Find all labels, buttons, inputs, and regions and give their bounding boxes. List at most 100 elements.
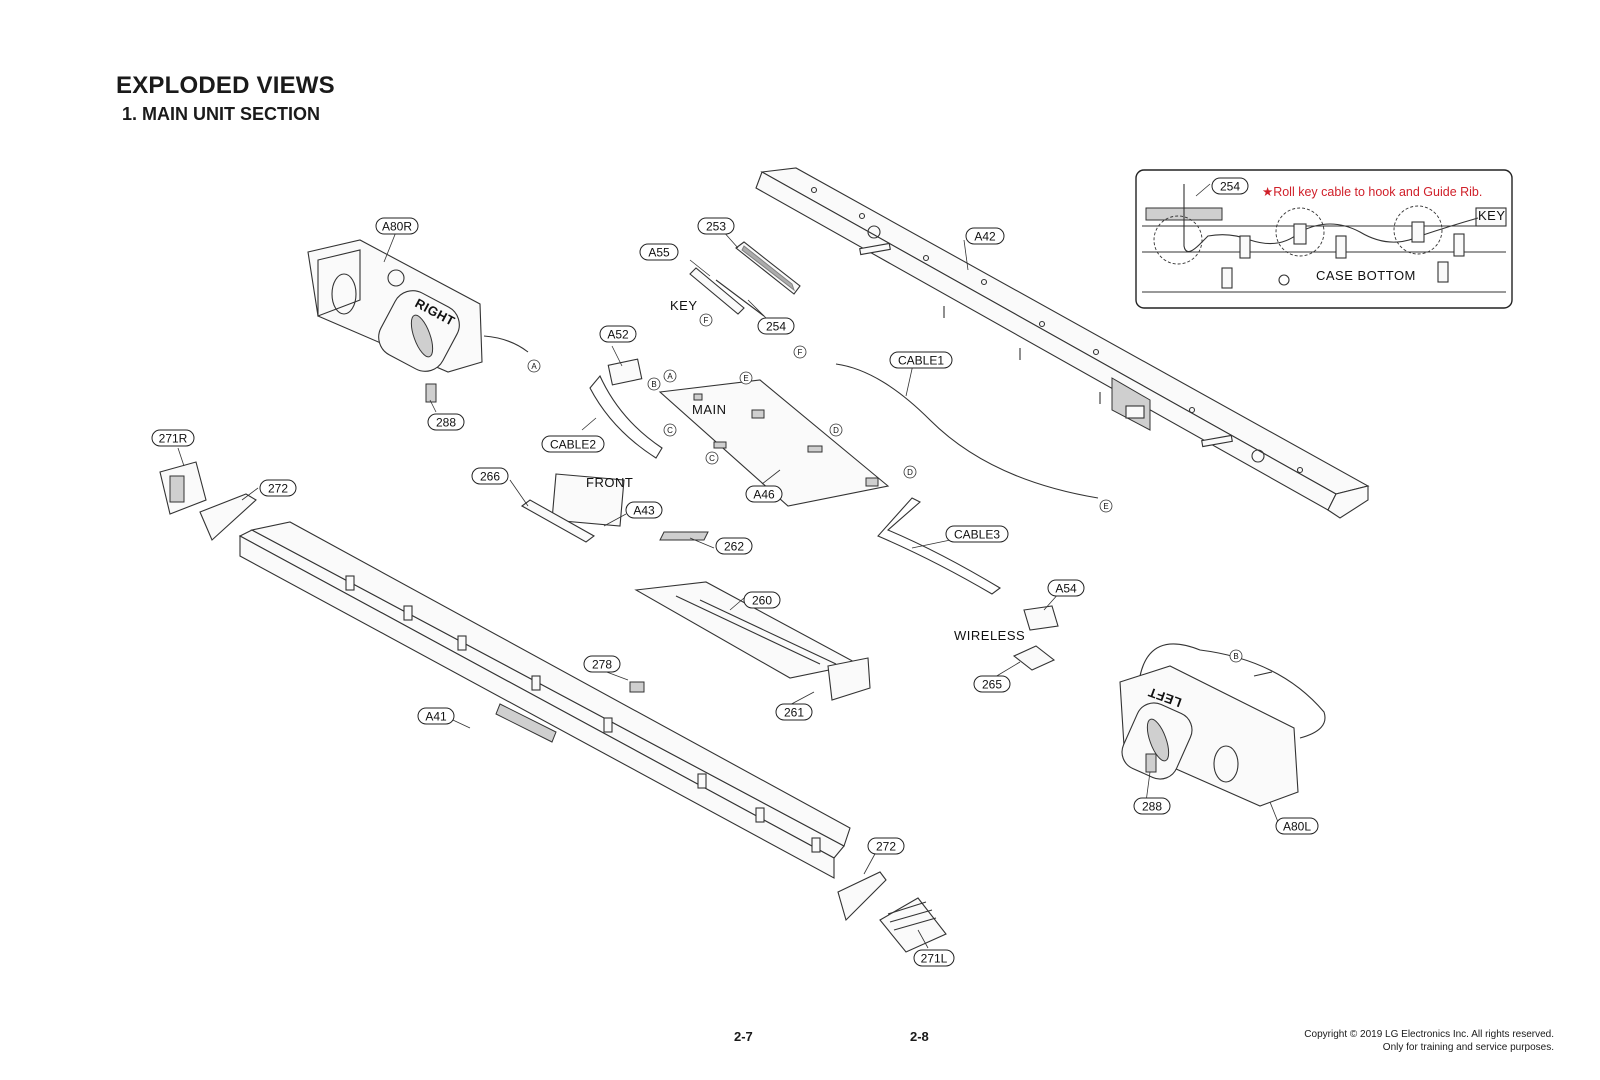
svg-text:272: 272 [876, 840, 896, 854]
connector-b-speaker: B [1229, 649, 1243, 663]
connector-e-cable1: E [1099, 499, 1113, 513]
svg-text:A: A [531, 362, 537, 371]
callout-a80r: A80R [375, 217, 419, 235]
frame-260 [634, 531, 871, 701]
svg-text:D: D [833, 426, 839, 435]
svg-text:F: F [704, 316, 709, 325]
svg-text:A80R: A80R [382, 220, 412, 234]
connector-a-main: A [663, 369, 677, 383]
copyright-line-2: Only for training and service purposes. [1382, 1042, 1554, 1053]
callout-288-right: 288 [427, 413, 465, 431]
connector-f-cable1: F [793, 345, 807, 359]
svg-text:B: B [1233, 652, 1238, 661]
svg-text:C: C [667, 426, 673, 435]
callout-262: 262 [715, 537, 753, 555]
callout-278: 278 [583, 655, 621, 673]
front-grille-a41 [238, 521, 851, 879]
svg-text:A52: A52 [607, 328, 629, 342]
svg-text:CABLE2: CABLE2 [550, 438, 596, 452]
callout-266: 266 [471, 467, 509, 485]
svg-text:272: 272 [268, 482, 288, 496]
svg-text:A80L: A80L [1283, 820, 1311, 834]
svg-text:D: D [907, 468, 913, 477]
label-key: KEY [670, 298, 698, 313]
callout-a42: A42 [965, 227, 1005, 245]
svg-text:278: 278 [592, 658, 612, 672]
svg-text:A46: A46 [753, 488, 775, 502]
connector-c-cable2: C [663, 423, 677, 437]
main-board-a46 [658, 379, 890, 507]
copyright-notice: Copyright © 2019 LG Electronics Inc. All… [1304, 1028, 1554, 1054]
front-board-a43 [520, 473, 625, 543]
callout-a43: A43 [625, 501, 663, 519]
wireless-board-a54 [1023, 605, 1059, 631]
callout-271r: 271R [151, 429, 195, 447]
svg-text:E: E [1103, 502, 1108, 511]
svg-text:B: B [651, 380, 656, 389]
end-cap-271l [837, 871, 947, 953]
connector-d-cable3: D [903, 465, 917, 479]
callout-a41: A41 [417, 707, 455, 725]
inset-note: ★Roll key cable to hook and Guide Rib. [1262, 185, 1482, 199]
connector-f-key: F [699, 313, 713, 327]
page-number-right: 2-8 [910, 1029, 929, 1044]
svg-text:A: A [667, 372, 673, 381]
svg-text:261: 261 [784, 706, 804, 720]
callout-253: 253 [697, 217, 735, 235]
connector-b-main: B [647, 377, 661, 391]
connector-a-speaker: A [527, 359, 541, 373]
svg-text:A43: A43 [633, 504, 655, 518]
callout-inset-254: 254 [1211, 177, 1249, 195]
callout-a46: A46 [745, 485, 783, 503]
svg-text:271R: 271R [159, 432, 188, 446]
speaker-right-a80r [307, 239, 529, 403]
svg-text:266: 266 [480, 470, 500, 484]
svg-text:A42: A42 [974, 230, 996, 244]
callout-254: 254 [757, 317, 795, 335]
label-inset-key: KEY [1478, 208, 1506, 223]
callout-272-top: 272 [259, 479, 297, 497]
key-board-a55 [689, 241, 801, 317]
svg-text:260: 260 [752, 594, 772, 608]
page-number-left: 2-7 [734, 1029, 753, 1044]
label-front: FRONT [586, 475, 633, 490]
svg-text:F: F [798, 348, 803, 357]
cable3-ribbon [877, 497, 1001, 595]
svg-text:271L: 271L [921, 952, 948, 966]
svg-text:254: 254 [1220, 180, 1240, 194]
callout-cable3: CABLE3 [945, 525, 1009, 543]
label-wireless: WIRELESS [954, 628, 1025, 643]
speaker-left-a80l [1119, 643, 1326, 807]
cable1-wire [835, 363, 1099, 499]
callout-261: 261 [775, 703, 813, 721]
svg-text:CABLE3: CABLE3 [954, 528, 1000, 542]
svg-text:A54: A54 [1055, 582, 1077, 596]
part-265 [1012, 645, 1056, 671]
svg-text:288: 288 [1142, 800, 1162, 814]
section-title: 1. MAIN UNIT SECTION [122, 104, 321, 124]
callout-288-left: 288 [1133, 797, 1171, 815]
svg-text:E: E [743, 374, 748, 383]
callout-cable2: CABLE2 [541, 435, 605, 453]
svg-text:C: C [709, 454, 715, 463]
svg-text:A41: A41 [425, 710, 447, 724]
label-main: MAIN [692, 402, 727, 417]
connector-d-main: D [829, 423, 843, 437]
svg-text:CABLE1: CABLE1 [898, 354, 944, 368]
svg-text:A55: A55 [648, 246, 670, 260]
callout-a80l: A80L [1275, 817, 1319, 835]
callout-a55: A55 [639, 243, 679, 261]
chassis-rail-a42 [755, 167, 1370, 519]
cable2-ribbon [589, 374, 663, 459]
callout-a54: A54 [1047, 579, 1085, 597]
callout-a52: A52 [599, 325, 637, 343]
callout-271l: 271L [913, 949, 955, 967]
callout-cable1: CABLE1 [889, 351, 953, 369]
label-case-bottom: CASE BOTTOM [1316, 268, 1416, 283]
connector-c-main: C [705, 451, 719, 465]
svg-text:265: 265 [982, 678, 1002, 692]
callout-260: 260 [743, 591, 781, 609]
page-title: EXPLODED VIEWS [116, 72, 335, 99]
callout-272-bottom: 272 [867, 837, 905, 855]
